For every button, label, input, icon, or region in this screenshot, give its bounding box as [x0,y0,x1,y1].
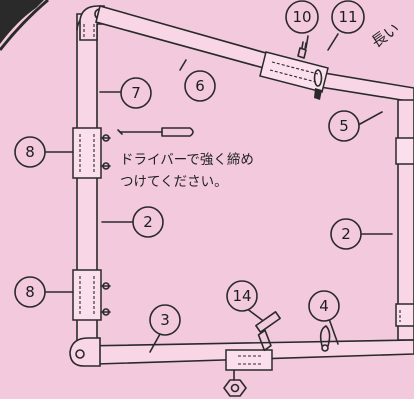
bottom-rail-joint [223,349,273,397]
leader-5 [359,111,383,125]
top-rail-joint [259,41,329,100]
label-8-upper: 8 [14,136,46,168]
label-2-left: 2 [132,206,164,238]
right-pole [395,99,414,341]
leader-3 [149,333,161,353]
bottom-rail-pin [319,325,331,352]
label-7: 7 [120,77,152,109]
label-2-right: 2 [330,218,362,250]
label-6: 6 [184,70,216,102]
label-3: 3 [149,304,181,336]
leader-10 [305,35,309,49]
svg-text:6: 6 [195,77,205,95]
screwdriver-icon [117,127,194,137]
corner-ring-top-left [0,0,49,51]
right-upper-rail [312,71,414,103]
bolt-icon [255,311,281,352]
label-5: 5 [328,110,360,142]
label-8-lower: 8 [14,276,46,308]
svg-text:14: 14 [232,287,251,305]
svg-text:2: 2 [341,225,351,243]
instruction-line-2: つけてください。 [120,174,228,190]
leader-11 [327,33,339,51]
label-4: 4 [308,290,340,322]
svg-text:7: 7 [131,84,141,102]
left-pole-sleeve-lower [72,269,111,321]
label-10: 10 [285,0,319,34]
side-text: 長い [368,19,403,51]
svg-text:4: 4 [319,297,329,315]
label-11: 11 [331,0,365,34]
svg-text:2: 2 [143,213,153,231]
svg-text:5: 5 [339,117,349,135]
svg-text:3: 3 [160,311,170,329]
svg-text:10: 10 [292,8,311,26]
svg-text:8: 8 [25,143,35,161]
instruction-line-1: ドライバーで強く締め [120,151,254,168]
leader-6 [179,59,187,71]
label-14: 14 [226,280,258,312]
left-pole-sleeve-upper [72,127,111,179]
svg-text:8: 8 [25,283,35,301]
svg-text:11: 11 [338,8,357,26]
